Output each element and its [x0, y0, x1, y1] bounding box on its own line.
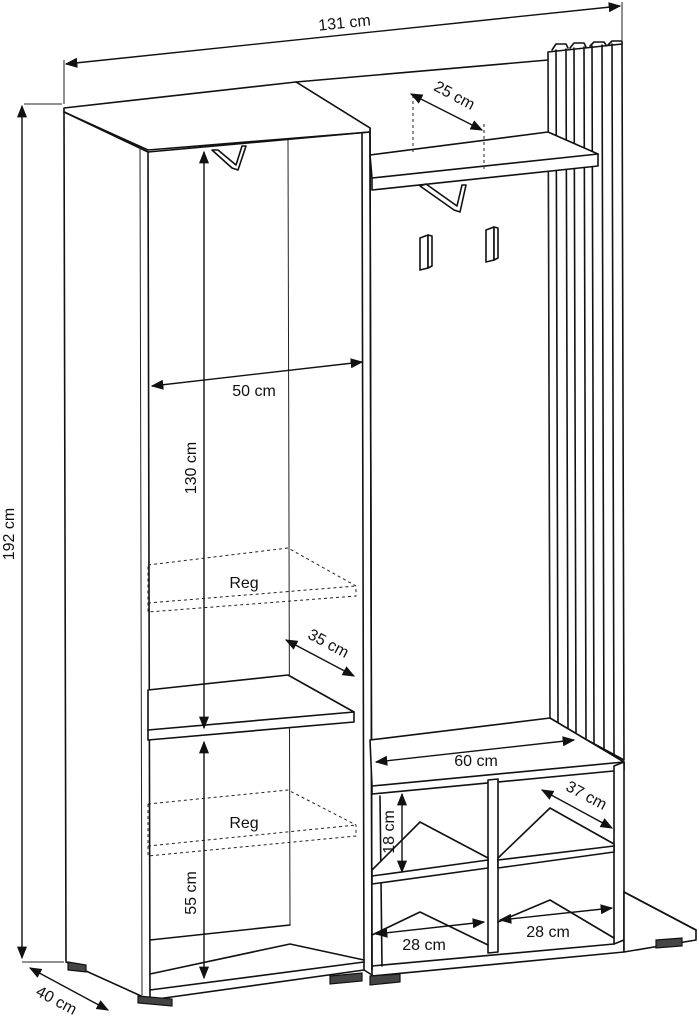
- dim-line-total-width: [64, 2, 622, 68]
- label-top-shelf-depth: 25 cm: [431, 78, 477, 113]
- dim-line-bench-depth: [540, 789, 614, 829]
- label-cubby-width-left: 28 cm: [402, 937, 446, 954]
- dim-line-wardrobe-width: [150, 358, 364, 390]
- top-rail: [295, 59, 549, 83]
- wardrobe: [63, 81, 373, 1007]
- label-shelf-depth: 35 cm: [305, 626, 351, 661]
- label-hanging-height: 130 cm: [183, 442, 200, 494]
- adjustable-shelf-lower: [147, 789, 357, 857]
- coat-hook-right: [485, 226, 499, 263]
- label-cubby-height: 18 cm: [381, 810, 398, 854]
- label-total-width: 131 cm: [318, 12, 372, 34]
- top-shelf: [369, 95, 599, 191]
- dim-line-cubby-width-right: [498, 904, 614, 924]
- label-cubby-width-right: 28 cm: [526, 924, 570, 941]
- hanging-rail-right: [419, 183, 467, 213]
- hanging-rail-left: [211, 145, 247, 171]
- dim-line-top-shelf-depth: [409, 93, 484, 131]
- label-lower-height: 55 cm: [183, 871, 200, 915]
- label-height: 192 cm: [1, 508, 18, 560]
- adjustable-shelf-upper: [147, 547, 357, 613]
- dim-line-cubby-width-left: [374, 918, 486, 938]
- dim-line-shelf-depth: [284, 639, 356, 677]
- label-depth: 40 cm: [33, 983, 79, 1018]
- label-wardrobe-width: 50 cm: [232, 383, 276, 400]
- label-adjustable-shelf-upper: Reg: [229, 575, 258, 592]
- label-bench-depth: 37 cm: [563, 778, 609, 813]
- label-adjustable-shelf-lower: Reg: [229, 815, 258, 832]
- label-bench-width: 60 cm: [454, 753, 498, 770]
- coat-hook-left: [419, 234, 433, 271]
- dim-line-bench-width: [374, 736, 576, 766]
- middle-shelf: [147, 674, 355, 741]
- dim-line-depth: [28, 967, 110, 1011]
